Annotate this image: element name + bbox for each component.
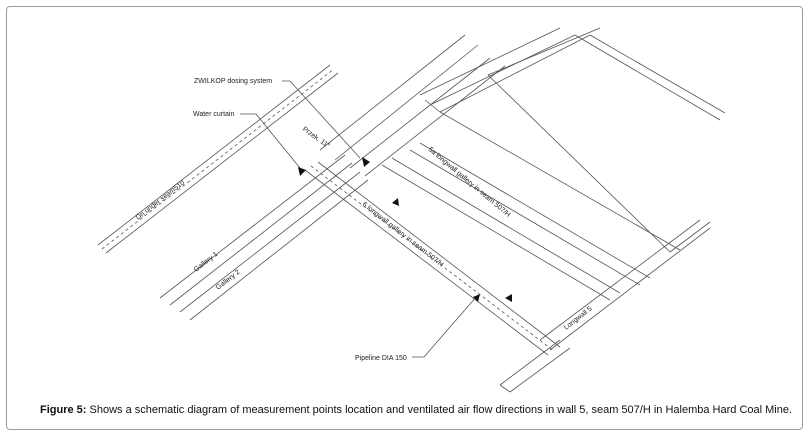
block-top-a: [419, 27, 561, 96]
longwall5-line-a: [539, 219, 701, 341]
pipeline-label: Pipeline DIA 150: [355, 355, 407, 362]
drift-label: Dri under seam510: [135, 179, 186, 221]
lower-stub-a: [499, 339, 561, 386]
block-inner-top: [439, 34, 591, 113]
gallery6-label: 6 longwall gallery in seam 507/H: [361, 201, 445, 269]
drift-line-a: [97, 64, 331, 246]
figure-frame: [6, 6, 803, 430]
gallery2-line-a: [179, 171, 361, 313]
upper-gallery-line-d: [364, 65, 506, 177]
flow-arrow-icon: [298, 167, 306, 176]
caption-text: Shows a schematic diagram of measurement…: [86, 404, 793, 416]
lower-stub-b: [509, 347, 571, 393]
flow-arrow-icon: [392, 198, 399, 206]
upper-gallery-line-c: [349, 57, 491, 169]
gallery5a-line-b: [391, 157, 621, 294]
zwilkop-leader: [282, 80, 361, 159]
gallery5a-line-d: [419, 142, 651, 279]
flow-arrow-icon: [362, 157, 370, 167]
gallery2-label: Gallery 2: [215, 269, 241, 292]
przek-label: Przek. 11°: [301, 125, 332, 150]
zwilkop-label: ZWILKOP dosing system: [194, 78, 272, 85]
gallery1-line-b: [169, 162, 353, 306]
inner-block-left2: [439, 111, 681, 251]
pipeline-leader: [412, 295, 478, 358]
gallery1-line-a: [159, 154, 346, 299]
gallery6-centerline: [310, 165, 555, 352]
gallery6-line-a: [304, 169, 549, 356]
block-corner: [424, 99, 441, 113]
upper-gallery-line-b: [334, 44, 479, 161]
block-top-b: [429, 34, 576, 106]
drift-centerline: [101, 68, 335, 250]
gallery6-line-b: [317, 161, 561, 348]
water-curtain-leader: [240, 113, 301, 169]
gallery5a-line-a: [381, 164, 611, 301]
caption-prefix: Figure 5:: [40, 404, 87, 416]
longwall5-line-b: [549, 227, 711, 351]
gallery1-label: Gallery 1: [193, 251, 219, 274]
water-curtain-label: Water curtain: [193, 111, 234, 118]
drift-line-b: [105, 72, 339, 254]
flow-arrows: [298, 157, 512, 302]
figure-caption: Figure 5: Shows a schematic diagram of m…: [40, 404, 792, 416]
longwall5-label: Longwall 5: [563, 305, 594, 331]
gallery5a-label: 5a longwall gallery in seam 507/H: [427, 146, 512, 219]
flow-arrow-icon: [473, 294, 480, 302]
inner-block-bottom: [669, 221, 711, 253]
flow-arrow-icon: [505, 294, 512, 302]
gallery5a-line-c: [409, 149, 641, 286]
block-right-b: [589, 34, 726, 114]
inner-block-left: [487, 74, 671, 253]
inner-block-top: [487, 27, 601, 76]
upper-gallery-line-a: [319, 34, 466, 151]
block-right-a: [574, 34, 721, 121]
gallery2-line-b: [189, 179, 369, 321]
lower-stub-end: [499, 384, 511, 393]
